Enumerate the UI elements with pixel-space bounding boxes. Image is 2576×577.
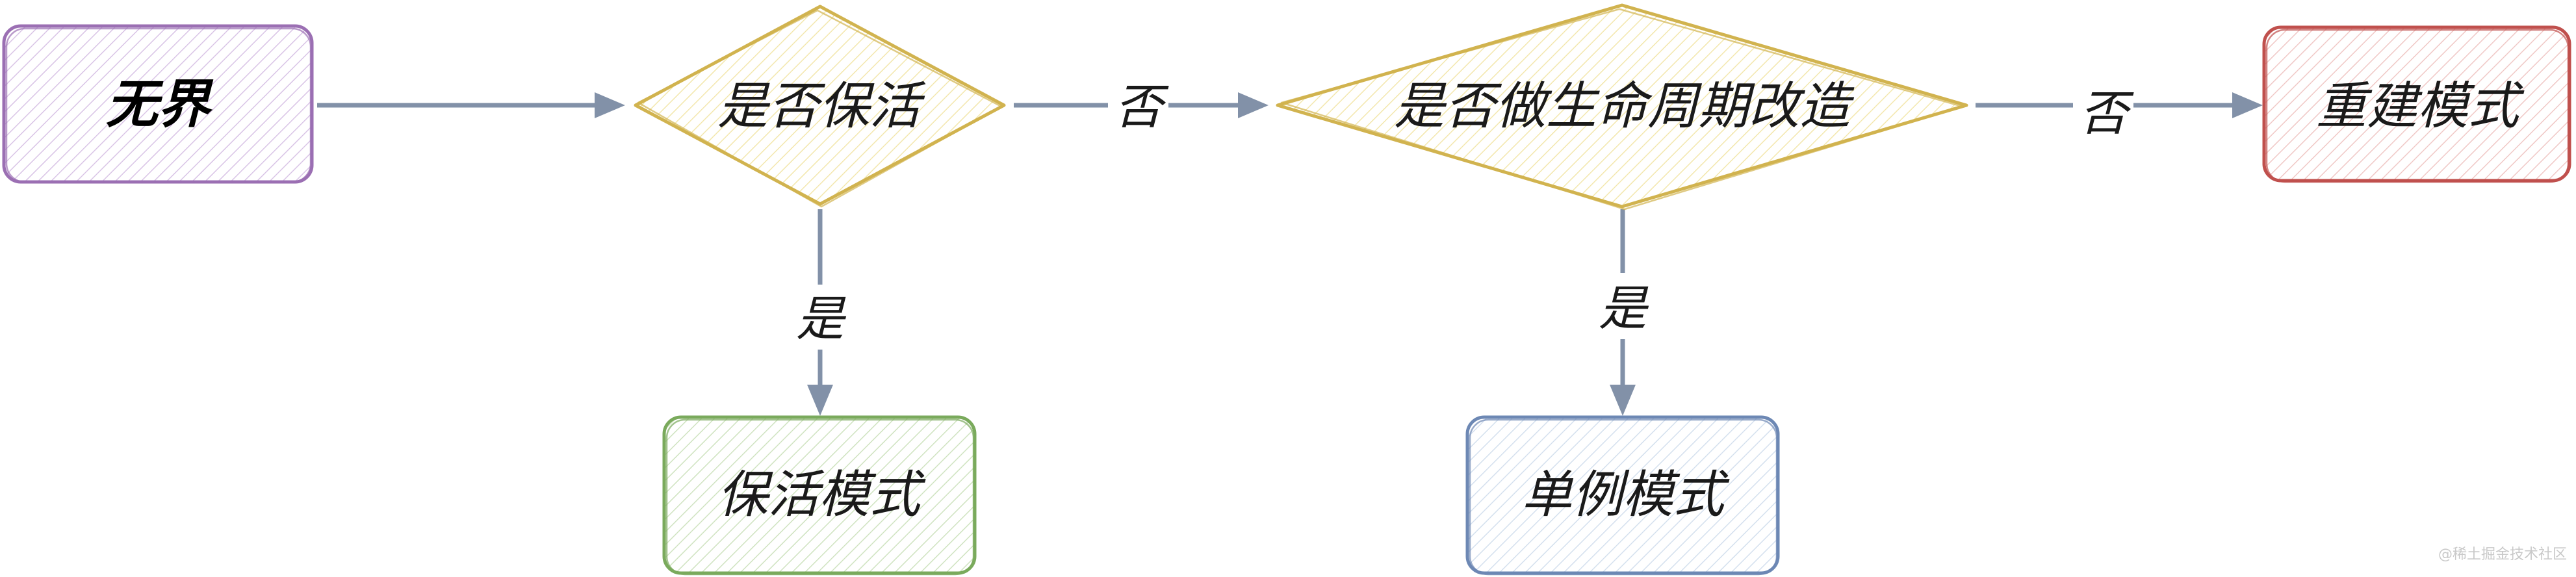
edge-lifecycle-to-singleton: 是	[1599, 209, 1649, 416]
node-lifecycle-decision-label: 是否做生命周期改造	[1394, 77, 1855, 136]
nodes: 无界 是否保活 是否做生命周期改造 重建模式 保活模式	[2, 3, 2571, 576]
node-keepalive-mode-label: 保活模式	[717, 466, 926, 524]
arrowhead-icon	[1238, 92, 1269, 118]
edge-keepalive-to-keepalive-mode: 是	[796, 209, 847, 416]
node-keepalive-decision-label: 是否保活	[717, 77, 926, 136]
edge-label-yes-1: 是	[796, 291, 847, 347]
edge-label-no-2: 否	[2080, 86, 2134, 142]
arrowhead-icon	[2232, 92, 2263, 118]
arrowhead-icon	[1610, 385, 1636, 416]
edge-lifecycle-to-rebuild: 否	[1976, 86, 2263, 142]
arrowhead-icon	[807, 385, 833, 416]
edge-keepalive-to-lifecycle: 否	[1014, 79, 1269, 135]
node-keepalive-decision: 是否保活	[634, 5, 1006, 208]
edges: 否 否 是 是	[317, 79, 2263, 416]
edge-label-no-1: 否	[1114, 79, 1169, 135]
edge-start-to-keepalive-decision	[317, 92, 625, 118]
node-start: 无界	[2, 24, 314, 184]
node-singleton-mode: 单例模式	[1465, 415, 1780, 576]
node-rebuild-mode-label: 重建模式	[2316, 77, 2525, 136]
edge-label-yes-2: 是	[1599, 281, 1649, 337]
node-singleton-mode-label: 单例模式	[1521, 466, 1730, 524]
node-lifecycle-decision: 是否做生命周期改造	[1276, 3, 1968, 211]
arrowhead-icon	[595, 92, 625, 118]
watermark-text: @稀土掘金技术社区	[2438, 546, 2567, 563]
node-rebuild-mode: 重建模式	[2262, 25, 2571, 183]
node-keepalive-mode: 保活模式	[662, 415, 977, 576]
node-start-label: 无界	[106, 74, 214, 135]
